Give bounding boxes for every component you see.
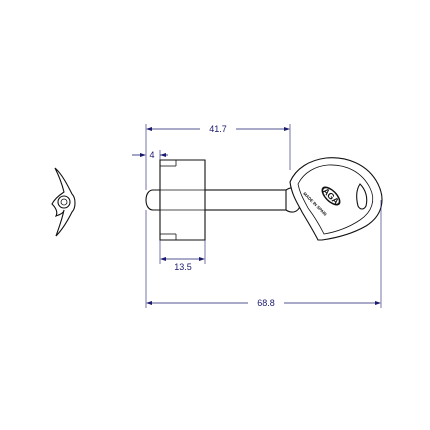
key-head-inner	[297, 164, 374, 235]
dimension-head-to-blade-label: 41.7	[209, 124, 227, 134]
key-head-window	[356, 183, 368, 210]
dimension-bit-width-label: 13.5	[174, 262, 192, 272]
key-shaft-body	[203, 189, 295, 211]
dimension-overall-length: 68.8	[145, 200, 382, 308]
dimension-head-to-blade: 41.7	[145, 124, 291, 190]
dimension-tip-offset: 4	[132, 150, 168, 160]
key-end-view	[51, 167, 76, 237]
key-shaft	[145, 189, 161, 211]
dimension-overall-length-label: 68.8	[257, 298, 275, 308]
key-side-view: AGA MADE IN SPAIN	[145, 157, 383, 241]
end-view-boss	[57, 195, 71, 209]
dimension-bit-width: 13.5	[159, 240, 206, 272]
key-bit	[159, 159, 206, 241]
end-view-hole	[60, 198, 68, 206]
dimension-tip-offset-label: 4	[149, 150, 154, 160]
